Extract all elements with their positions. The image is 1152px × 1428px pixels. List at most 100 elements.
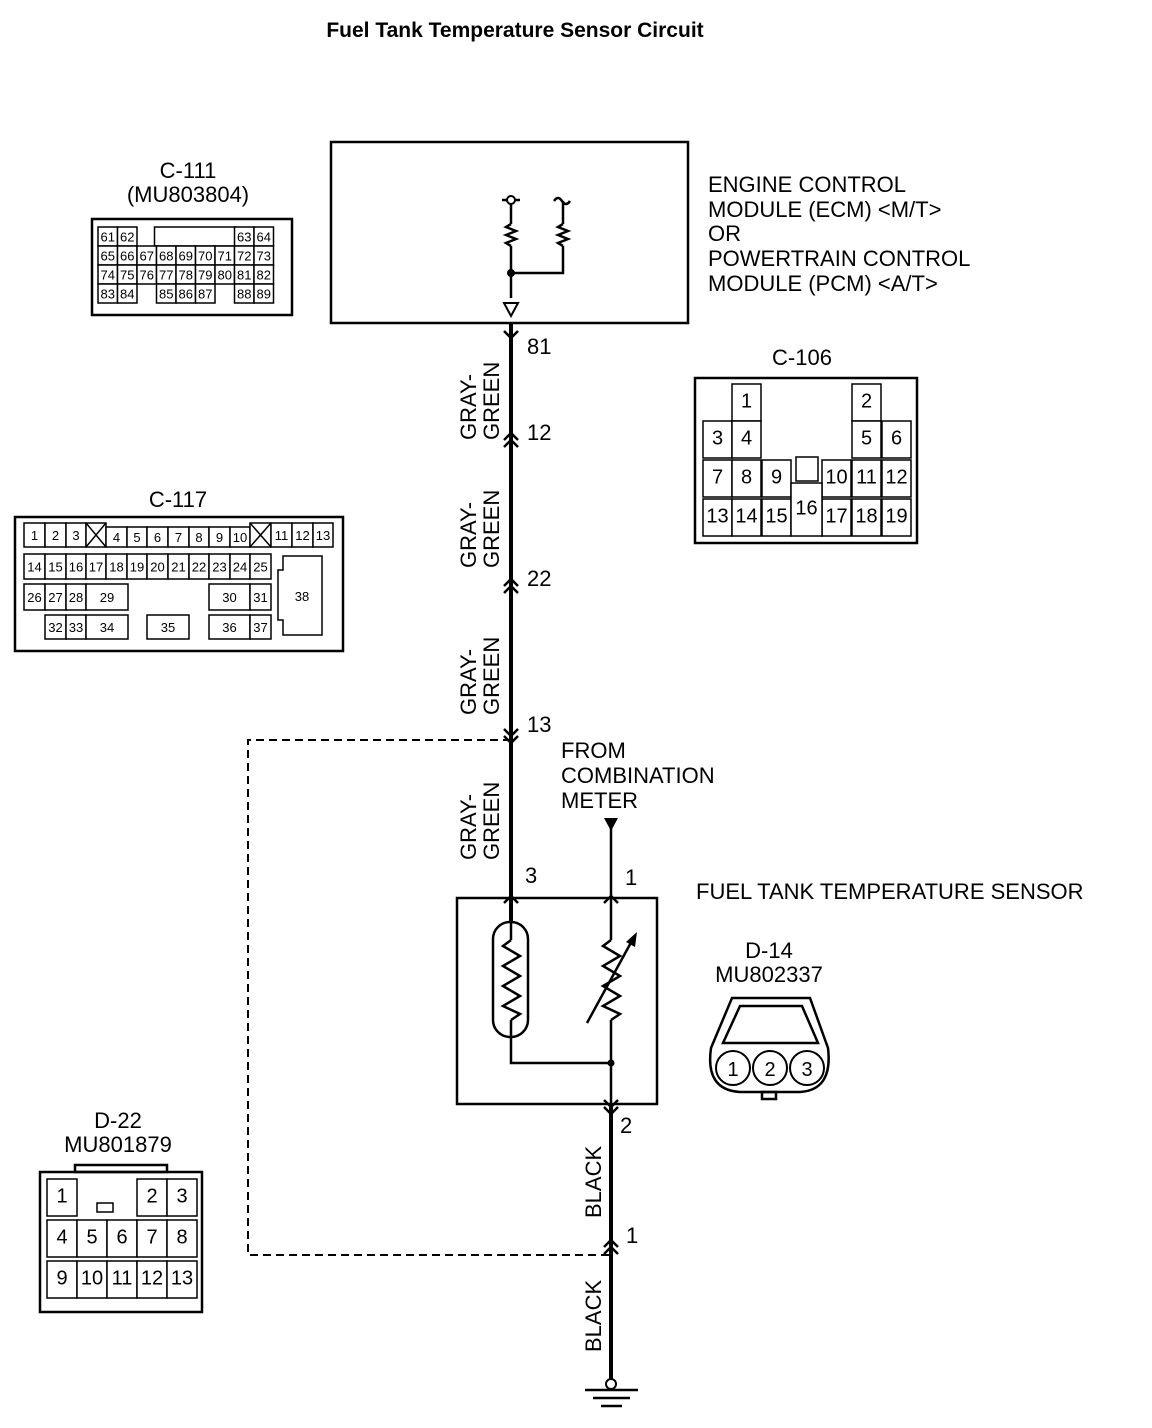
pin-number: 3 bbox=[801, 1059, 812, 1081]
d22-pin-12: 12 bbox=[136, 1260, 168, 1299]
dashed-connector-link bbox=[247, 739, 611, 1256]
c111-pin-79: 79 bbox=[194, 264, 216, 285]
pin-label-12: 12 bbox=[527, 420, 551, 445]
c111-pin-62: 62 bbox=[116, 226, 138, 247]
pin-cell bbox=[166, 1260, 198, 1299]
d22-pin-13: 13 bbox=[166, 1260, 198, 1299]
pin-cell bbox=[789, 1050, 825, 1086]
wire-color-text: GREEN bbox=[479, 637, 504, 715]
pin-number: 63 bbox=[237, 230, 251, 245]
d14-pin-1: 1 bbox=[715, 1050, 751, 1086]
pin-number: 2 bbox=[146, 1186, 157, 1208]
c111-pin-61: 61 bbox=[97, 226, 119, 247]
pin-cell bbox=[208, 614, 251, 640]
pin-number: 31 bbox=[253, 590, 267, 605]
pin-number: 19 bbox=[885, 506, 907, 528]
pin-cell bbox=[851, 383, 882, 422]
pin-cell bbox=[85, 614, 129, 640]
c106-housing bbox=[693, 376, 919, 545]
c117-pin-28: 28 bbox=[65, 583, 87, 611]
pin-number: 75 bbox=[120, 268, 134, 283]
wire-color-text: BLACK bbox=[581, 1280, 606, 1352]
wire-color-text: GREEN bbox=[479, 362, 504, 440]
c117-pin-3: 3 bbox=[65, 522, 87, 548]
c117-pin-10: 10 bbox=[229, 526, 251, 548]
pin-cell bbox=[249, 614, 272, 640]
c117-pin-26: 26 bbox=[23, 583, 46, 611]
c117-pin-18: 18 bbox=[105, 553, 128, 580]
c117-pin-22: 22 bbox=[188, 553, 210, 580]
c111-pin-78: 78 bbox=[175, 264, 197, 285]
pin-number: 7 bbox=[146, 1227, 157, 1249]
pin-number: 80 bbox=[218, 268, 232, 283]
pin-number: 12 bbox=[885, 467, 907, 489]
c106-pin-7: 7 bbox=[702, 459, 733, 498]
wire-color-label-3: GRAY- GREEN bbox=[456, 637, 504, 715]
c117-blank-pin bbox=[249, 522, 272, 548]
pin-cell bbox=[761, 498, 792, 537]
pin-cell bbox=[277, 555, 323, 636]
pin-number: 1 bbox=[56, 1186, 67, 1208]
sensor-junction-dot bbox=[607, 1059, 615, 1067]
d22-name: D-22 bbox=[94, 1108, 142, 1133]
c111-pin-74: 74 bbox=[97, 264, 119, 285]
pin-number: 21 bbox=[171, 560, 185, 575]
pin-number: 11 bbox=[275, 528, 289, 543]
c117-pin-14: 14 bbox=[23, 553, 46, 580]
c111-pin-67: 67 bbox=[136, 245, 158, 266]
pin-number: 1 bbox=[727, 1059, 738, 1081]
pin-cell bbox=[761, 459, 792, 498]
pin-cell bbox=[851, 459, 882, 498]
c117-housing bbox=[13, 515, 345, 653]
pin-number: 11 bbox=[856, 467, 877, 489]
ecm-ground-icon bbox=[502, 302, 520, 319]
c117-pin-23: 23 bbox=[208, 553, 231, 580]
pin-number: 8 bbox=[741, 467, 752, 489]
pin-number: 4 bbox=[56, 1227, 67, 1249]
pin-number: 1 bbox=[31, 528, 38, 543]
c111-pin-85: 85 bbox=[155, 283, 177, 304]
pin-number: 29 bbox=[100, 590, 114, 605]
pin-number: 3 bbox=[72, 528, 79, 543]
d22-pin-9: 9 bbox=[46, 1260, 78, 1299]
c117-pin-38: 38 bbox=[277, 555, 323, 636]
pin-cell bbox=[881, 420, 912, 459]
c111-pin-84: 84 bbox=[116, 283, 138, 304]
wire-color-label-black-2: BLACK bbox=[581, 1280, 606, 1352]
d22-pin-1: 1 bbox=[46, 1178, 78, 1217]
d14-housing bbox=[708, 996, 830, 1094]
pin-cell bbox=[166, 1178, 198, 1217]
pin-cell bbox=[46, 1178, 78, 1217]
pin-number: 1 bbox=[741, 391, 752, 413]
pin-number: 67 bbox=[140, 249, 154, 264]
pin-number: 12 bbox=[295, 528, 309, 543]
wire-color-label-2: GRAY- GREEN bbox=[456, 490, 504, 568]
variable-resistor-icon bbox=[600, 939, 623, 1022]
c111-pin-71: 71 bbox=[214, 245, 236, 266]
ground-terminal bbox=[605, 1378, 617, 1390]
c106-pin-5: 5 bbox=[851, 420, 882, 459]
pin-cell bbox=[752, 1050, 788, 1086]
c111-13-marker-upper bbox=[503, 728, 519, 738]
c117-pin-11: 11 bbox=[270, 522, 293, 548]
c106-pin-1: 1 bbox=[731, 383, 762, 422]
c111-pin-83: 83 bbox=[97, 283, 119, 304]
pin-number: 61 bbox=[101, 230, 115, 245]
c111-pin-64: 64 bbox=[253, 226, 275, 247]
pin-number: 84 bbox=[120, 287, 134, 302]
pin-number: 27 bbox=[48, 590, 62, 605]
wire-color-text: GRAY- bbox=[456, 649, 481, 715]
c106-pin-14: 14 bbox=[731, 498, 762, 537]
pin-number: 72 bbox=[237, 249, 251, 264]
blank-x bbox=[249, 522, 272, 548]
c117-pin-12: 12 bbox=[291, 522, 314, 548]
pin-number: 33 bbox=[69, 620, 83, 635]
pin-cell bbox=[116, 283, 138, 304]
pin-number: 18 bbox=[109, 560, 123, 575]
c106-pin-8: 8 bbox=[731, 459, 762, 498]
d14-part: MU802337 bbox=[715, 962, 823, 987]
